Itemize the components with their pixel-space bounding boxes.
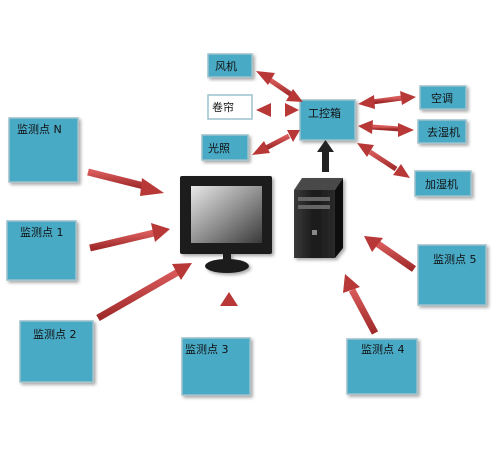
monitoring-point-n-label: 监测点 N [17,123,62,136]
monitoring-point-2: 监测点 2 [19,320,94,383]
arrow-5-to-tower [364,236,416,272]
monitoring-point-5-box [417,244,487,306]
device-fan-box [207,53,253,78]
tower-drive-bay-1 [298,197,330,201]
arrow-head [398,123,414,137]
tower-power-button [312,230,317,235]
arrow-shaft [322,150,329,172]
monitoring-point-4: 监测点 4 [346,338,418,395]
monitoring-point-4-box [346,338,418,395]
device-shade-box [207,94,253,120]
arrow-head [285,103,299,117]
monitoring-point-1: 监测点 1 [6,220,77,281]
monitoring-point-3: 监测点 3 [181,337,251,396]
device-shade-label: 卷帘 [212,100,234,114]
arrow-controller-fan [256,71,303,102]
monitoring-point-n-box [8,117,79,183]
arrow-head [287,130,300,142]
arrow-head [220,292,238,306]
arrow-4-to-tower [343,274,379,335]
arrow-head [256,103,271,117]
arrow-tower-to-controller [317,140,334,172]
monitoring-point-5-label: 监测点 5 [433,253,477,266]
arrow-shaft [371,124,401,132]
arrow-shaft [368,149,398,172]
controller-label: 工控箱 [308,106,341,120]
device-ac: 空调 [419,85,467,110]
arrow-head [358,95,375,109]
arrow-head [357,143,374,157]
arrow-n-to-monitor [87,168,164,196]
arrow-head [151,223,170,242]
device-light-box [201,134,249,161]
monitor-neck [223,254,231,263]
arrow-shaft [268,77,294,98]
arrow-head [317,140,334,152]
arrow-shaft [87,168,149,191]
device-light: 光照 [201,134,249,161]
arrow-head [252,141,270,155]
monitoring-point-1-label: 监测点 1 [20,226,64,239]
arrow-head [256,71,275,85]
arrow-controller-shade [256,103,299,117]
device-ac-label: 空调 [431,91,453,105]
arrow-shaft [89,229,155,252]
arrow-controller-light [252,130,300,155]
device-humidifier-box [414,170,472,197]
monitoring-point-3-label: 监测点 3 [185,343,229,356]
arrow-head [286,89,303,102]
arrow-1-to-monitor [89,223,170,252]
arrow-head [364,236,383,252]
arrow-shaft [371,95,403,105]
monitoring-point-4-label: 监测点 4 [361,343,405,356]
device-light-label: 光照 [208,141,230,155]
controller: 工控箱 [299,99,356,141]
monitoring-point-n: 监测点 N [8,117,79,183]
arrow-shaft [96,268,180,322]
device-dehumidifier-box [417,119,467,144]
computer-tower-icon [294,178,343,258]
arrow-controller-dehumidifier [358,120,414,137]
arrow-shaft [348,288,379,335]
tower-front [294,190,335,258]
device-humidifier: 加湿机 [414,170,472,197]
monitoring-point-2-box [19,320,94,383]
arrow-head [393,164,410,178]
arrow-head [343,274,360,293]
monitor-base [205,259,249,273]
device-humidifier-label: 加湿机 [425,177,458,191]
arrow-head [400,91,416,105]
arrow-head [172,263,192,280]
arrow-shaft [264,133,291,151]
arrow-shaft [376,241,416,272]
controller-box [299,99,356,141]
device-fan: 风机 [207,53,253,78]
monitor-screen [191,186,262,243]
monitor-icon [180,176,272,273]
device-ac-box [419,85,467,110]
monitoring-point-1-box [6,220,77,281]
tower-drive-bay-2 [298,205,330,209]
arrow-3-to-monitor [220,292,238,332]
arrow-2-to-monitor [96,263,192,322]
tower-side [335,178,343,258]
device-shade: 卷帘 [207,94,253,120]
device-fan-label: 风机 [215,59,237,73]
device-dehumidifier-label: 去湿机 [427,125,460,139]
monitoring-point-3-box [181,337,251,396]
monitoring-point-2-label: 监测点 2 [33,328,77,341]
arrow-controller-ac [358,91,416,109]
monitoring-point-5: 监测点 5 [417,244,487,306]
arrow-controller-humidifier [357,143,410,178]
device-dehumidifier: 去湿机 [417,119,467,144]
arrow-head [140,178,164,196]
arrow-head [358,120,373,134]
tower-top [294,178,343,190]
